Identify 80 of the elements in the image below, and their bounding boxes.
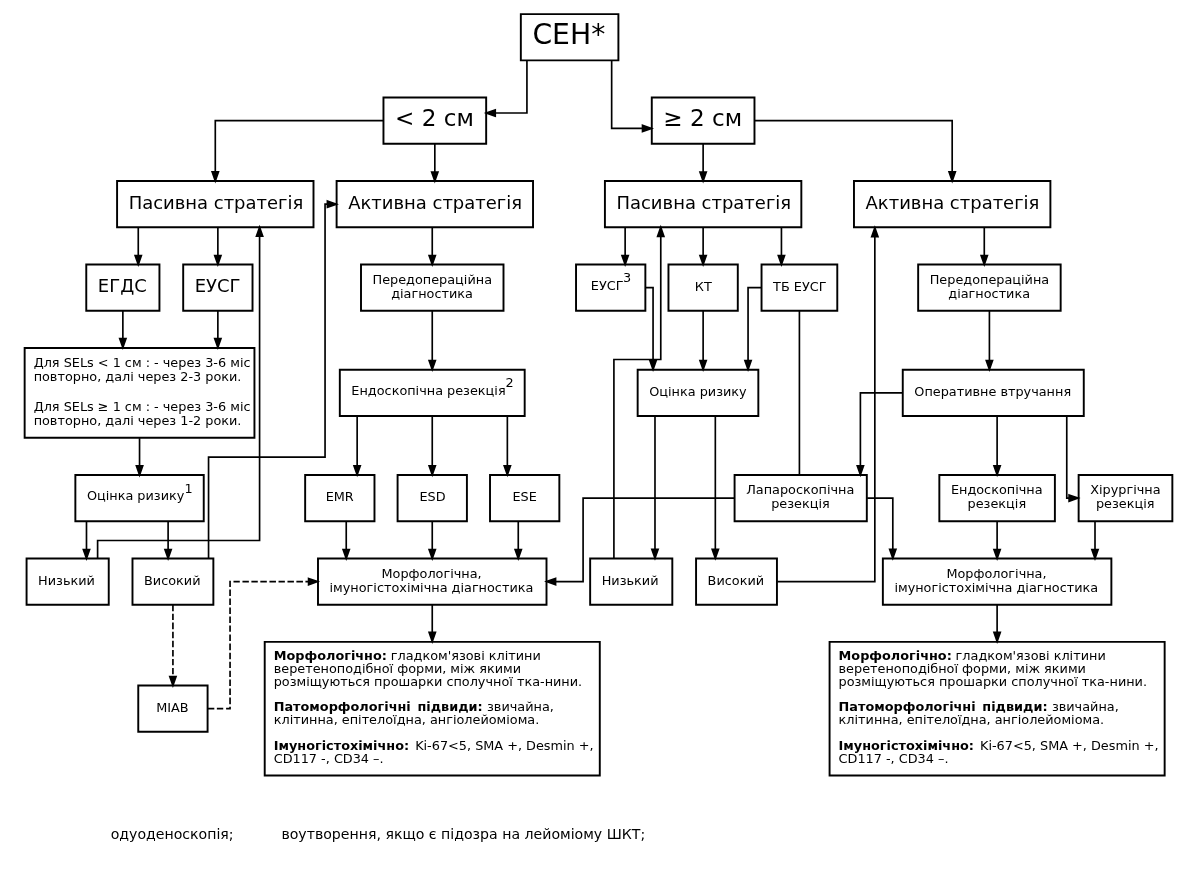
arrow [118, 309, 127, 350]
node-box: Високий [694, 557, 778, 606]
arrow [644, 286, 657, 372]
arrow [776, 226, 786, 267]
arrow [612, 224, 665, 559]
arrow [753, 119, 956, 183]
node-box: Активна стратегія [335, 179, 534, 228]
arrow [213, 309, 222, 350]
connector [798, 309, 800, 475]
arrow [427, 603, 437, 644]
node-box: Для SELs < 1 см : - через 3-6 міс повторно, далі через 2-3 роки. Для SELs ≥ 1 см : - через 3-6 міс повторно, далі через 1-2 роки. [23, 346, 255, 439]
node-box: СЕН* [519, 12, 619, 61]
label: воутворення, якщо є підозра на лейоміому ШКТ; [280, 825, 645, 842]
node-box: Ендоскопічна резекція [937, 473, 1056, 522]
arrow [992, 520, 1001, 561]
arrow [427, 309, 437, 372]
node-box: Морфологічна, імуногістохімічна діагностика [316, 557, 547, 606]
arrow [992, 414, 1001, 477]
node-box: ≥ 2 см [650, 96, 755, 145]
node-box: Морфологічно: гладком'язові клітини веретеноподібної форми, між якими розміщуються прошарки сполучної тка-нини. Патоморфологічні підвиди: звичайна, клітинна, епітелоїдна, ангіолейоміома. Імуногістохімічно: Ki-67<5, SMA +, Desmin +, CD117 -, CD34 –. [263, 640, 601, 776]
arrow [341, 520, 351, 561]
arrow [96, 224, 264, 559]
arrow [698, 226, 707, 267]
arrow [502, 414, 512, 477]
arrow [81, 520, 91, 561]
arrow [513, 520, 523, 561]
arrow [430, 142, 439, 184]
arrow [620, 226, 629, 267]
arrow [427, 414, 437, 477]
node-box: Пасивна стратегія [115, 179, 314, 228]
arrow [698, 309, 707, 372]
arrow [743, 286, 762, 372]
arrow [207, 199, 339, 559]
arrow [134, 436, 144, 477]
node-box: EMR [303, 473, 375, 522]
node-box: ЕУСГ [181, 263, 253, 312]
arrow [698, 142, 707, 184]
arrow [427, 226, 437, 267]
arrow [610, 59, 654, 133]
arrow [979, 226, 989, 267]
arrow [483, 59, 528, 117]
arrow [855, 391, 903, 477]
node-box: Пасивна стратегія [603, 179, 802, 228]
arrow [133, 226, 143, 267]
arrow [427, 520, 437, 561]
arrow [1090, 520, 1099, 561]
node-box: Активна стратегія [852, 179, 1051, 228]
arrow [210, 119, 384, 183]
arrow [352, 414, 361, 477]
node-box: ESD [396, 473, 468, 522]
node-box: Морфологічна, імуногістохімічна діагностика [881, 557, 1112, 606]
arrow [168, 603, 177, 688]
node-box: Низький [588, 557, 673, 606]
node-box: < 2 см [382, 96, 487, 145]
arrow [1065, 414, 1081, 502]
arrow [710, 414, 720, 561]
label: одуоденоскопія; [110, 825, 234, 842]
node-box: ESE [488, 473, 560, 522]
node-box: Оцінка ризику [636, 368, 759, 417]
node-box: ЕГДС [84, 263, 160, 312]
node-box: Оперативне втручання [901, 368, 1085, 417]
arrow [206, 576, 320, 709]
node-box: Передопераційна діагностика [359, 263, 504, 312]
node-box: ТБ ЕУСГ [760, 263, 838, 312]
arrow [992, 603, 1001, 644]
arrow [984, 309, 994, 372]
arrow [163, 520, 172, 561]
arrow [213, 226, 222, 267]
node-box: Передопераційна діагностика [916, 263, 1062, 312]
node-box: Лапароскопічна резекція [733, 473, 868, 522]
node-box: Низький [25, 557, 110, 606]
node-box: Високий [131, 557, 214, 606]
node-box: Морфологічно: гладком'язові клітини веретеноподібної форми, між якими розміщуються прошарки сполучної тка-нини. Патоморфологічні підвиди: звичайна, клітинна, епітелоїдна, ангіолейоміома. Імуногістохімічно: Ki-67<5, SMA +, Desmin +, CD117 -, CD34 –. [828, 640, 1166, 776]
node-box: Хірургічна резекція [1077, 473, 1173, 522]
arrow [543, 496, 735, 586]
arrow [865, 496, 897, 561]
node-box: КТ [667, 263, 739, 312]
arrow [650, 414, 659, 561]
arrow [775, 224, 879, 582]
node-box: MIAB [136, 684, 209, 733]
